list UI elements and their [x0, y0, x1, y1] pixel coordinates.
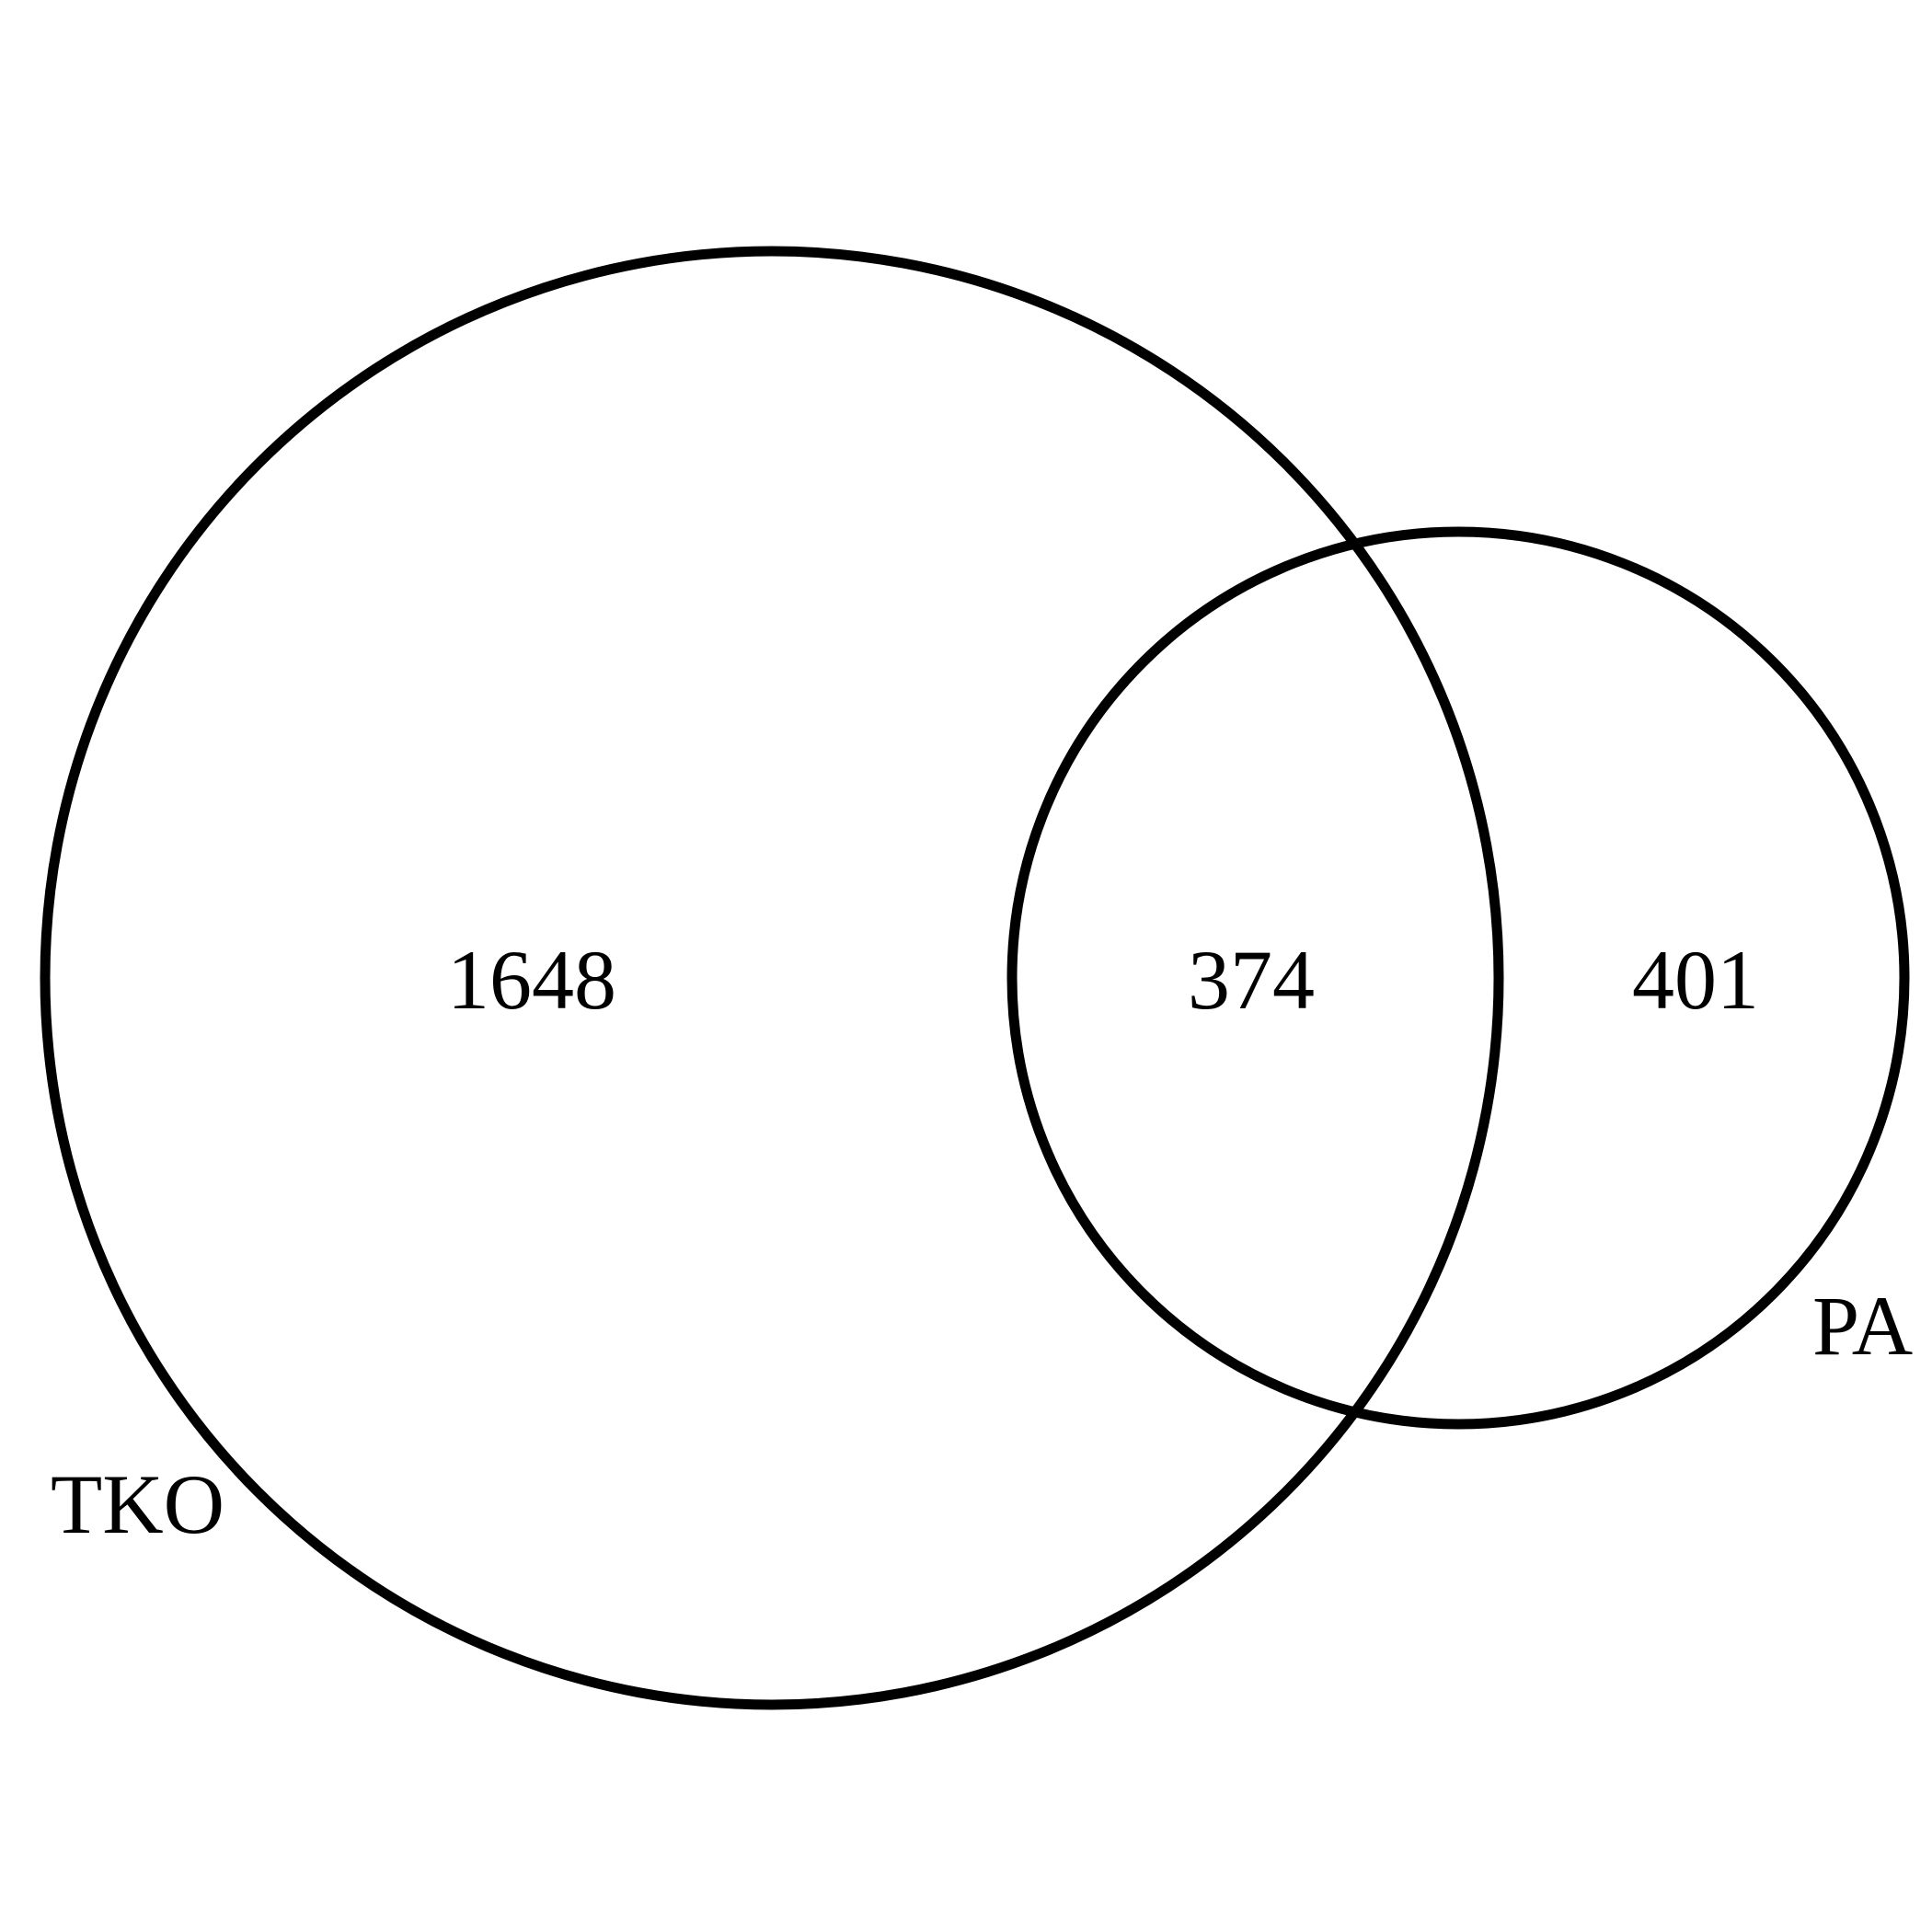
pa-only-count: 401 — [1632, 933, 1759, 1027]
set-pa-circle — [1006, 526, 1910, 1430]
set-pa-label: PA — [1812, 1279, 1913, 1373]
set-tko-circle — [40, 246, 1504, 1710]
tko-only-count: 1648 — [447, 933, 616, 1027]
set-tko-label: TKO — [51, 1457, 224, 1551]
intersection-count: 374 — [1188, 933, 1315, 1027]
